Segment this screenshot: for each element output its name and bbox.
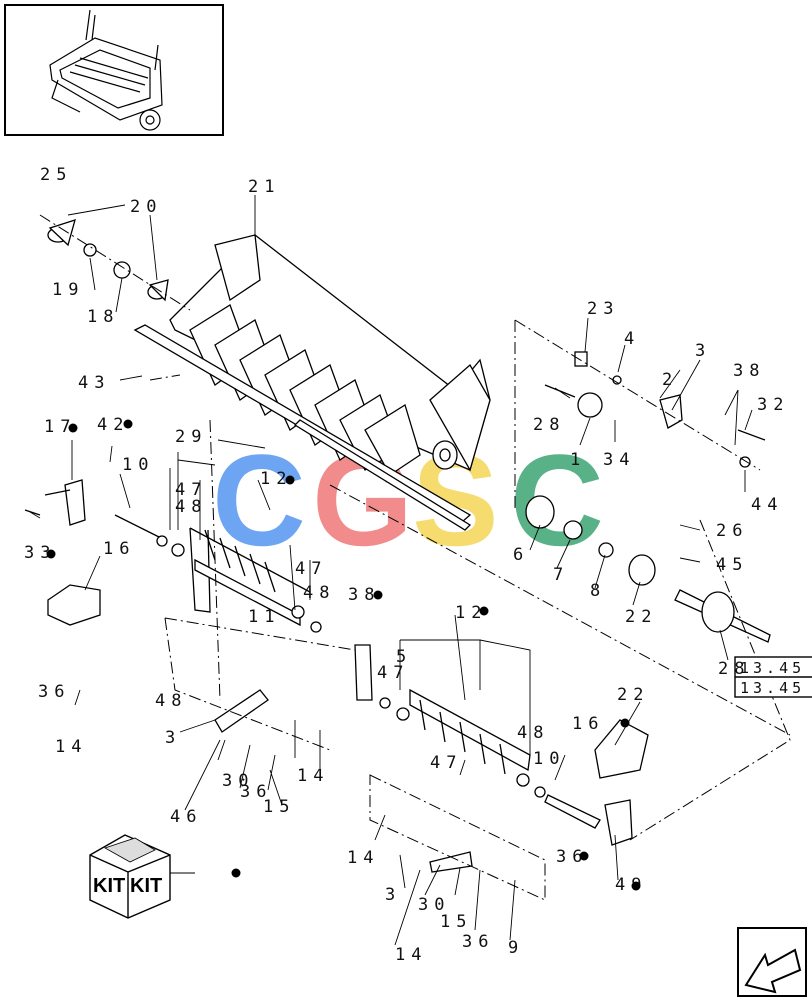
callout[interactable]: 7 (553, 565, 569, 585)
callout[interactable]: 22 (625, 607, 657, 627)
callout[interactable]: 36 (240, 782, 272, 802)
callout[interactable]: 21 (248, 177, 280, 197)
callout[interactable]: 8 (590, 581, 606, 601)
callout[interactable]: 42 (97, 415, 129, 435)
callout[interactable]: 49 (615, 875, 647, 895)
callout[interactable]: 15 (263, 797, 295, 817)
callout[interactable]: 14 (297, 766, 329, 786)
kit-label-left: KIT (93, 875, 125, 897)
callout[interactable]: 5 (396, 647, 412, 667)
callout[interactable]: 1 (570, 450, 586, 470)
callout[interactable]: 14 (55, 737, 87, 757)
callout[interactable]: 28 (718, 659, 750, 679)
bullet-dot (231, 868, 241, 878)
callout[interactable]: 16 (103, 539, 135, 559)
callout[interactable]: 3 (695, 341, 711, 361)
knife-bar (293, 419, 472, 531)
callout[interactable]: 9 (508, 938, 524, 958)
callout[interactable]: 23 (587, 299, 619, 319)
bullet-dot (373, 590, 383, 600)
callout[interactable]: 36 (38, 682, 70, 702)
callout[interactable]: 15 (440, 912, 472, 932)
callout[interactable]: 26 (716, 521, 748, 541)
callout[interactable]: 44 (751, 495, 783, 515)
callout[interactable]: 46 (170, 807, 202, 827)
callout[interactable]: 12 (455, 603, 487, 623)
leader-lines (29, 195, 753, 946)
callout[interactable]: 12 (260, 469, 292, 489)
reference-box[interactable]: 13.45 13.45 (734, 656, 812, 698)
callout[interactable]: 43 (78, 373, 110, 393)
bullet-dot (479, 606, 489, 616)
callout[interactable]: 48 (155, 691, 187, 711)
bullet-dot (68, 423, 78, 433)
callout[interactable]: 30 (418, 895, 450, 915)
callout[interactable]: 47 (295, 559, 327, 579)
bullet-markers (46, 419, 641, 891)
callout[interactable]: 14 (347, 848, 379, 868)
callout[interactable]: 29 (175, 427, 207, 447)
callout[interactable]: 10 (533, 749, 565, 769)
bullet-dot (285, 475, 295, 485)
bullet-dot (579, 851, 589, 861)
kit-label-right: KIT (130, 875, 162, 897)
callout[interactable]: 45 (716, 555, 748, 575)
callout[interactable]: 6 (513, 545, 529, 565)
callout[interactable]: 25 (40, 165, 72, 185)
reference-2[interactable]: 13.45 (740, 679, 805, 697)
callout[interactable]: 48 (175, 497, 207, 517)
callout[interactable]: 28 (533, 415, 565, 435)
thumbnail-frame[interactable] (4, 4, 224, 136)
callout[interactable]: 11 (248, 607, 280, 627)
callout[interactable]: 14 (395, 945, 427, 965)
callout[interactable]: 48 (303, 583, 335, 603)
bullet-dot (123, 419, 133, 429)
callout[interactable]: 20 (130, 197, 162, 217)
callout[interactable]: 34 (603, 450, 635, 470)
callout[interactable]: 3 (385, 885, 401, 905)
bullet-dot (620, 718, 630, 728)
callout[interactable]: 33 (24, 543, 56, 563)
callout[interactable]: 3 (165, 728, 181, 748)
callout[interactable]: 16 (572, 714, 604, 734)
callout[interactable]: 38 (348, 585, 380, 605)
callout[interactable]: 48 (517, 723, 549, 743)
callout[interactable]: 36 (462, 932, 494, 952)
bullet-dot (631, 881, 641, 891)
callout[interactable]: 47 (175, 480, 207, 500)
back-arrow-icon[interactable] (737, 927, 807, 997)
bullet-dot (46, 549, 56, 559)
callout[interactable]: 18 (87, 307, 119, 327)
kit-box[interactable]: KIT KIT (89, 834, 171, 919)
callouts: 25 20 21 19 18 43 23 4 3 2 38 32 28 1 34… (24, 165, 789, 965)
baler-thumbnail (49, 9, 163, 131)
main-assembly (24, 214, 791, 901)
callout[interactable]: 17 (44, 417, 76, 437)
callout[interactable]: 2 (662, 370, 678, 390)
callout[interactable]: 47 (377, 663, 409, 683)
watermark-letter-1: C (212, 427, 306, 573)
callout[interactable]: 47 (430, 753, 462, 773)
callout[interactable]: 10 (122, 455, 154, 475)
callout[interactable]: 38 (733, 361, 765, 381)
callout[interactable]: 32 (757, 395, 789, 415)
callout[interactable]: 30 (222, 771, 254, 791)
watermark-letter-4: C (510, 427, 604, 573)
callout[interactable]: 22 (617, 685, 649, 705)
reference-1[interactable]: 13.45 (740, 659, 805, 677)
callout[interactable]: 36 (556, 847, 588, 867)
callout[interactable]: 19 (52, 280, 84, 300)
callout[interactable]: 4 (624, 329, 640, 349)
